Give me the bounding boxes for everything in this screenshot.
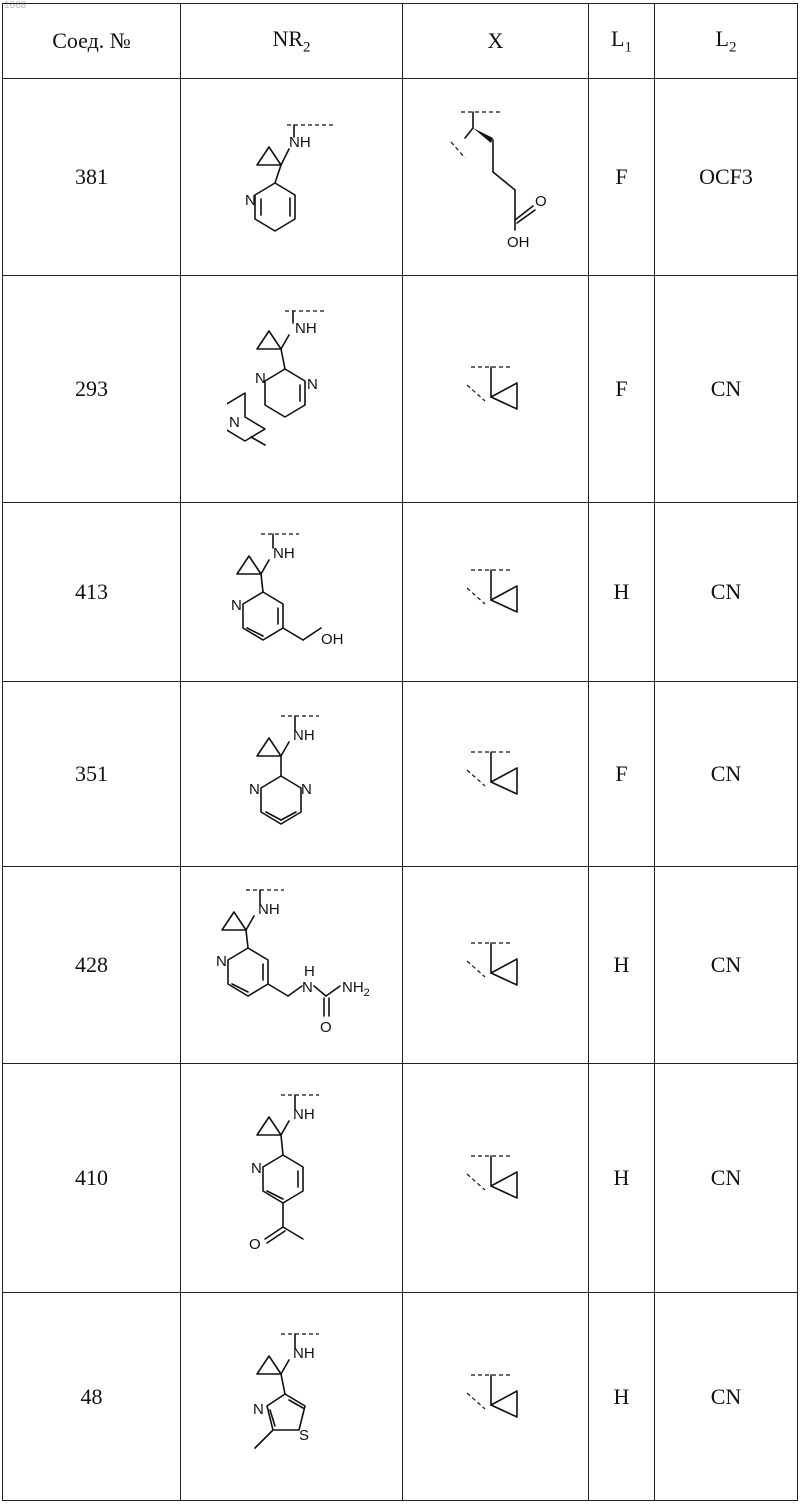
atom-label-n: N [251,1160,262,1177]
atom-label-n: N [245,192,256,209]
atom-label-n: N [302,979,313,996]
l2-value: CN [655,276,798,503]
atom-label-s: S [299,1427,309,1444]
atom-label-nh: NH [273,545,295,562]
atom-label-n: N [229,414,240,431]
atom-label-oh: OH [321,631,344,648]
table-row: 381 NH N [3,79,798,276]
nr2-structure: NH N [181,79,403,276]
x-structure-drawing: O OH [431,102,561,252]
atom-label-o: O [535,193,547,210]
atom-label-n: N [249,781,260,798]
header-nr2: NR2 [181,4,403,79]
table-row: 293 NH N N N [3,276,798,503]
nr2-structure-drawing: NH N O [237,1083,347,1273]
nr2-structure: NH N H N NH2 O [181,867,403,1064]
table-row: 413 NH N OH [3,503,798,682]
atom-label-nh2: NH2 [342,979,370,999]
atom-label-h: H [304,963,315,980]
l1-value: H [589,503,655,682]
x-structure-drawing [451,562,541,622]
nr2-structure-drawing: NH N N N [227,299,357,479]
header-l1: L1 [589,4,655,79]
atom-label-nh: NH [293,1106,315,1123]
atom-label-n: N [255,370,266,387]
l1-value: H [589,1064,655,1293]
l1-value: F [589,682,655,867]
table-row: 48 NH N S [3,1293,798,1501]
l2-value: CN [655,1064,798,1293]
l2-value: CN [655,682,798,867]
nr2-structure: NH N OH [181,503,403,682]
atom-label-n: N [231,597,242,614]
x-structure: O OH [403,79,589,276]
compound-number: 428 [3,867,181,1064]
compound-number: 381 [3,79,181,276]
nr2-structure-drawing: NH N OH [217,522,367,662]
nr2-structure-drawing: NH N [237,107,347,247]
compound-number: 293 [3,276,181,503]
l2-value: CN [655,503,798,682]
nr2-structure: NH N N N [181,276,403,503]
x-structure [403,1293,589,1501]
l2-value: CN [655,1293,798,1501]
l1-value: H [589,867,655,1064]
x-structure [403,1064,589,1293]
header-x: X [403,4,589,79]
nr2-structure-drawing: NH N S [237,1322,347,1472]
atom-label-nh: NH [293,1345,315,1362]
l2-value: CN [655,867,798,1064]
x-structure [403,867,589,1064]
l1-value: F [589,276,655,503]
nr2-structure-drawing: NH N N [237,704,347,844]
atom-label-n: N [216,953,227,970]
x-structure-drawing [451,1148,541,1208]
header-compound: Соед. № [3,4,181,79]
atom-label-n: N [301,781,312,798]
x-structure-drawing [451,935,541,995]
l1-value: F [589,79,655,276]
x-structure-drawing [451,1367,541,1427]
atom-label-n: N [253,1401,264,1418]
nr2-structure: NH N O [181,1064,403,1293]
l2-value: OCF3 [655,79,798,276]
table-row: 351 NH N N [3,682,798,867]
atom-label-o: O [249,1236,261,1253]
atom-label-nh: NH [293,727,315,744]
compound-number: 410 [3,1064,181,1293]
x-structure [403,503,589,682]
table-header-row: Соед. № NR2 X L1 L2 [3,4,798,79]
atom-label-n: N [307,376,318,393]
x-structure [403,682,589,867]
atom-label-nh: NH [295,320,317,337]
x-structure-drawing [451,359,541,419]
header-l2: L2 [655,4,798,79]
atom-label-oh: OH [507,234,530,251]
atom-label-nh: NH [258,901,280,918]
nr2-structure: NH N S [181,1293,403,1501]
compound-number: 413 [3,503,181,682]
table-row: 428 NH N [3,867,798,1064]
x-structure [403,276,589,503]
nr2-structure-drawing: NH N H N NH2 O [202,880,382,1050]
nr2-structure: NH N N [181,682,403,867]
x-structure-drawing [451,744,541,804]
atom-label-nh: NH [289,134,311,151]
compound-number: 351 [3,682,181,867]
l1-value: H [589,1293,655,1501]
compound-number: 48 [3,1293,181,1501]
atom-label-o: O [320,1019,332,1036]
table-row: 410 NH N O [3,1064,798,1293]
compound-table: Соед. № NR2 X L1 L2 381 NH [2,3,798,1501]
